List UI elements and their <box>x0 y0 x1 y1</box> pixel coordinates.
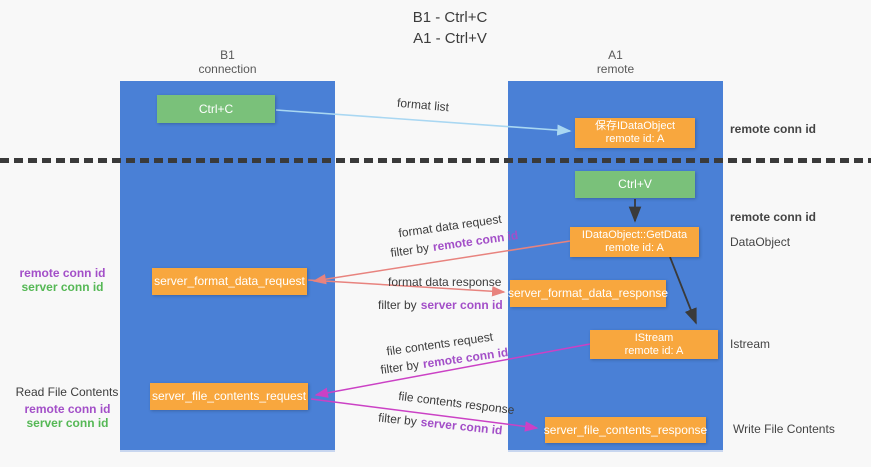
filter-prefix: filter by <box>379 357 420 377</box>
filter-prefix: filter by <box>389 240 430 260</box>
annotation-read-file-contents: Read File Contents <box>15 385 119 399</box>
node-server-file-contents-response-label: server_file_contents_response <box>543 422 708 437</box>
lifeline-header-a1: A1 remote <box>508 48 723 76</box>
annotation-server-conn-id-left-top: server conn id <box>21 280 104 294</box>
node-server-format-data-request: server_format_data_request <box>152 268 307 295</box>
node-server-format-data-request-label: server_format_data_request <box>154 274 305 288</box>
node-ctrl-c: Ctrl+C <box>157 95 275 123</box>
node-getdata-line2: remote id: A <box>605 242 664 254</box>
node-server-file-contents-request: server_file_contents_request <box>150 383 308 410</box>
annotation-remote-conn-id-mid: remote conn id <box>730 210 817 224</box>
lifeline-header-b1: B1 connection <box>120 48 335 76</box>
node-istream-line1: IStream <box>634 331 674 344</box>
node-save-idataobject-line1: 保存IDataObject <box>594 120 676 132</box>
annotation-left-bottom-conn-ids: remote conn id server conn id <box>15 402 120 430</box>
node-save-idataobject: 保存IDataObject remote id: A <box>575 118 695 148</box>
annotation-remote-conn-id-left-bottom: remote conn id <box>24 402 111 416</box>
node-idataobject-getdata: IDataObject::GetData remote id: A <box>570 227 699 257</box>
label-format-list: format list <box>396 95 450 115</box>
annotation-write-file-contents: Write File Contents <box>733 422 835 436</box>
title-line-1: B1 - Ctrl+C <box>412 9 488 26</box>
node-server-file-contents-request-label: server_file_contents_request <box>151 389 307 403</box>
filter-key-server-conn-id: server conn id <box>420 414 504 438</box>
node-ctrl-v-label: Ctrl+V <box>618 177 652 191</box>
annotation-remote-conn-id-top: remote conn id <box>730 122 817 136</box>
node-ctrl-c-label: Ctrl+C <box>198 101 234 116</box>
annotation-left-top-conn-ids: remote conn id server conn id <box>15 266 110 294</box>
label-format-data-response: format data response <box>388 275 502 289</box>
filter-prefix: filter by <box>378 298 417 312</box>
lifeline-b1-role: connection <box>198 62 257 76</box>
node-save-idataobject-line2: remote id: A <box>605 133 665 145</box>
phase-separator-dashed-line <box>0 158 871 163</box>
annotation-remote-conn-id-left-top: remote conn id <box>19 266 106 280</box>
lifeline-a1-role: remote <box>596 62 635 76</box>
label-file-contents-response: file contents response <box>397 388 516 418</box>
annotation-istream: Istream <box>730 337 771 351</box>
diagram-title: B1 - Ctrl+C A1 - Ctrl+V <box>360 7 540 49</box>
node-getdata-line1: IDataObject::GetData <box>581 229 688 241</box>
annotation-dataobject: DataObject <box>730 235 791 249</box>
node-server-format-data-response: server_format_data_response <box>507 280 669 307</box>
node-istream-line2: remote id: A <box>624 344 684 357</box>
title-line-2: A1 - Ctrl+V <box>413 30 487 47</box>
filter-key-server-conn-id: server conn id <box>420 298 503 312</box>
lifeline-b1-name: B1 <box>220 48 235 62</box>
node-server-format-data-response-label: server_format_data_response <box>507 286 669 300</box>
node-istream: IStream remote id: A <box>590 330 718 359</box>
node-ctrl-v: Ctrl+V <box>575 171 695 198</box>
lifeline-a1-name: A1 <box>608 48 623 62</box>
filter-prefix: filter by <box>377 410 418 429</box>
node-server-file-contents-response: server_file_contents_response <box>543 417 708 443</box>
annotation-server-conn-id-left-bottom: server conn id <box>26 416 109 430</box>
